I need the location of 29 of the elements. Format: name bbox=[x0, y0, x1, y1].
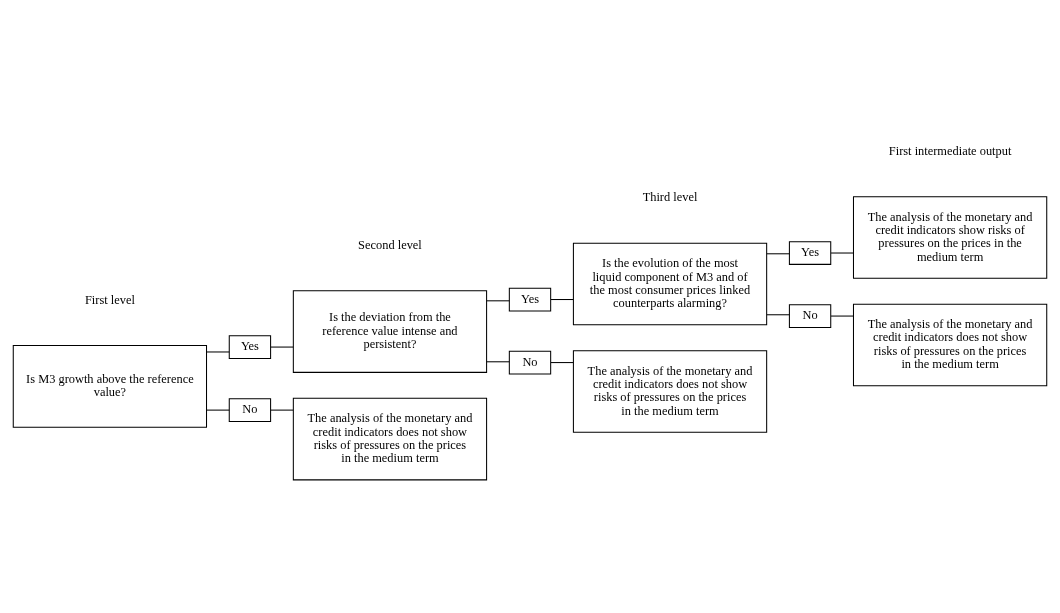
connector bbox=[766, 253, 790, 255]
connector bbox=[830, 252, 854, 254]
label: Third level bbox=[642, 190, 698, 205]
connector bbox=[270, 346, 294, 348]
connector bbox=[206, 409, 230, 411]
node-box: The analysis of the monetary and credit indicators does not show risks of pressures on the prices in the medium term bbox=[572, 350, 768, 433]
node-box: The analysis of the monetary and credit indicators does not show risks of pressures on the prices in the medium term bbox=[292, 397, 488, 481]
connector bbox=[830, 315, 854, 317]
label: First intermediate output bbox=[888, 143, 1012, 158]
node-box: No bbox=[508, 350, 552, 375]
connector bbox=[270, 409, 294, 411]
node-box: Yes bbox=[788, 241, 832, 265]
node-box: No bbox=[228, 398, 272, 422]
node-box: Is M3 growth above the reference value? bbox=[12, 345, 208, 428]
connector bbox=[486, 300, 510, 302]
node-box: Yes bbox=[228, 335, 272, 359]
connector bbox=[486, 361, 510, 363]
connector bbox=[550, 299, 574, 301]
label: First level bbox=[84, 292, 135, 307]
node-box: The analysis of the monetary and credit indicators does not show risks of pressures on the prices in the medium term bbox=[852, 303, 1048, 387]
connector bbox=[766, 314, 790, 316]
node-box: The analysis of the monetary and credit indicators show risks of pressures on the prices in the medium term bbox=[852, 196, 1048, 279]
node-box: Is the evolution of the most liquid component of M3 and of the most consumer prices linked counterparts alarming? bbox=[572, 242, 768, 326]
node-box: Is the deviation from the reference value intense and persistent? bbox=[292, 290, 488, 373]
node-box: No bbox=[788, 304, 832, 328]
connector bbox=[550, 362, 574, 364]
node-box: Yes bbox=[508, 287, 552, 312]
connector bbox=[206, 351, 230, 353]
label: Second level bbox=[358, 237, 422, 252]
